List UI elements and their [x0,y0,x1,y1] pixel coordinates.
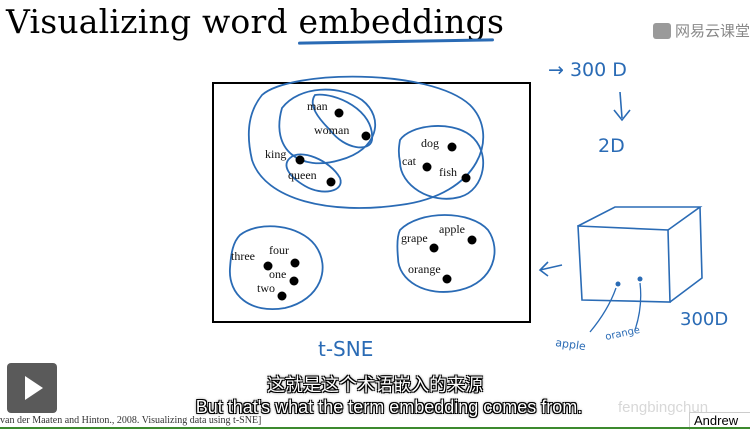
csdn-watermark: fengbingchun [618,399,709,416]
watermark-text: 网易云课堂 [674,22,750,40]
fruit-cluster [396,214,496,293]
annotation-orange: orange [604,325,641,343]
animals-cluster [397,125,485,200]
point-grape [429,243,439,253]
point-cat [422,162,432,172]
outer-cluster [247,75,485,209]
king-queen-cluster [285,153,342,193]
point-three [263,261,273,271]
cube-point-apple [615,281,621,287]
play-icon [25,376,43,400]
man-woman-cluster [311,93,373,149]
label-king: king [265,147,286,161]
progress-strip [0,427,750,429]
point-one [289,276,299,286]
label-orange: orange [408,262,441,276]
down-arrow-icon [613,91,631,122]
speaker-name: Andrew [689,412,750,430]
annotation-2d: 2D [598,135,625,157]
point-king [295,155,305,165]
netease-logo-icon [652,23,671,39]
label-three: three [231,249,255,263]
apple-pointer [589,287,617,333]
label-dog: dog [421,136,439,150]
label-two: two [257,281,275,295]
tsne-caption: t-SNE [318,337,373,361]
label-four: four [269,243,289,257]
left-arrow-icon [538,261,563,277]
annotation-apple: apple [555,336,587,353]
play-button[interactable] [7,363,57,413]
orange-pointer [634,282,642,331]
cluster-outlines [229,75,496,310]
label-fish: fish [439,165,457,179]
label-cat: cat [402,154,417,168]
label-apple: apple [439,222,465,236]
point-orange [442,274,452,284]
watermark: 网易云课堂 [652,20,750,41]
cube-point-orange [637,276,643,282]
label-woman: woman [314,123,349,137]
slide-title: Visualizing word embeddings [6,2,505,41]
cube-icon [577,206,703,303]
point-two [277,291,287,301]
plot-frame [212,82,531,323]
subtitle-english: But that's what the term embedding comes… [195,397,583,417]
annotation-300d: → 300 D [548,59,627,81]
point-man [334,108,344,118]
point-apple [467,235,477,245]
numbers-cluster [229,225,324,310]
point-fish [461,173,471,183]
point-four [290,258,300,268]
subtitle-chinese: 这就是这个术语嵌入的来源 [267,375,483,396]
label-queen: queen [288,168,317,182]
label-man: man [307,99,328,113]
point-dog [447,142,457,152]
annotation-cube-300d: 300D [680,309,728,330]
point-queen [326,177,336,187]
point-woman [361,131,371,141]
label-grape: grape [401,231,428,245]
label-one: one [269,267,286,281]
reference-citation: van der Maaten and Hinton., 2008. Visual… [0,415,262,426]
embedding-points [263,108,477,301]
people-cluster [278,88,377,165]
